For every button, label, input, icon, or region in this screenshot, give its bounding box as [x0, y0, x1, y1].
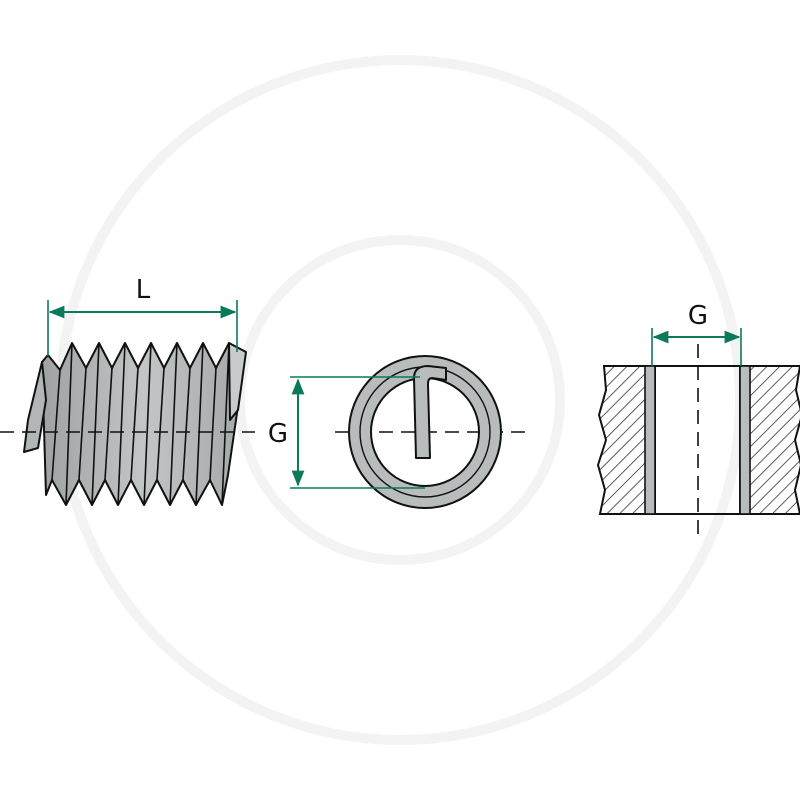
insert-wall-right — [739, 365, 751, 515]
coil-tang — [413, 365, 447, 459]
diameter-label-section: G — [688, 301, 708, 331]
coil-body — [41, 342, 245, 506]
section-right-material — [739, 365, 800, 515]
diameter-label-front: G — [268, 419, 288, 449]
coil-start-tang — [23, 361, 47, 453]
length-label: L — [136, 275, 151, 305]
threaded-hole-section: G — [596, 301, 800, 535]
coil-end — [228, 342, 247, 421]
insert-wall-left — [644, 365, 656, 515]
coil-side-view: L — [0, 275, 255, 506]
coil-front-view: G — [268, 355, 525, 509]
